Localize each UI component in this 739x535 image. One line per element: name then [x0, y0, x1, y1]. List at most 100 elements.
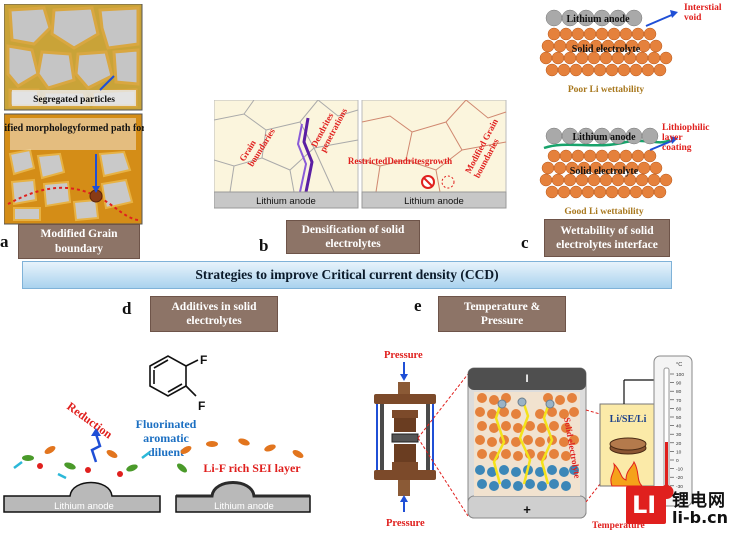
panel-letter-b: b — [259, 236, 269, 255]
cell-top-cap — [468, 368, 586, 390]
anode-bar-right — [361, 191, 507, 209]
press-upper-block — [392, 410, 418, 418]
thermometer-tick-label: 90 — [676, 381, 682, 387]
anode-label-left: Lithium anode — [256, 196, 316, 207]
label-restricted-dendrites: RestrictedDendritesgrowth — [348, 156, 452, 166]
no-entry-slash — [423, 177, 433, 187]
thermometer-tick-label: 100 — [676, 372, 684, 378]
caption-additives: Additives in solid electrolytes — [150, 296, 278, 332]
pressure-bottom-label: Pressure — [386, 518, 425, 529]
press-lower-piston — [394, 444, 416, 462]
press-upper-piston — [394, 418, 416, 432]
press-top-plate — [374, 394, 436, 404]
cell-plus-terminal: + — [523, 502, 531, 517]
thermometer-tick-label: 10 — [676, 449, 682, 455]
press-lower-block — [392, 462, 418, 470]
bottom-solid-electrolyte-label: Solid electrolyte — [570, 166, 639, 177]
press-rod-right — [426, 404, 430, 470]
panel-e-illustration: Pressure Pressure I + — [374, 350, 693, 531]
caption-modified-grain-boundary: Modified Grain boundary — [18, 224, 140, 259]
interstitial-arrow-head — [670, 10, 678, 18]
reduction-label: Reduction — [64, 399, 115, 441]
press-rod-left — [380, 404, 384, 470]
thermometer-tick-label: 40 — [676, 424, 682, 430]
dendrite-path-2 — [296, 123, 308, 193]
poor-wettability-label: Poor Li wettability — [568, 85, 645, 95]
thermometer-tick-label: -20 — [676, 475, 683, 481]
fluorinated-diluent-text-line: aromatic — [143, 431, 189, 445]
temperature-label: Temperature — [592, 521, 645, 531]
anode-label-left-d: Lithium anode — [54, 501, 114, 512]
thermometer-tick-label: 80 — [676, 389, 682, 395]
watermark-url: li-b.cn — [672, 508, 729, 527]
fluorinated-diluent-text-line: diluent — [148, 445, 184, 459]
zoom-line-right-bottom — [585, 483, 601, 503]
anode-left — [3, 481, 161, 513]
densified-label-bg — [10, 118, 136, 150]
sei-layer-label: Li-F rich SEI layer — [203, 461, 301, 475]
fluorobenzene-molecule — [149, 355, 199, 397]
anode-bar-left — [214, 191, 359, 209]
press-frame-right — [432, 404, 434, 470]
top-lithium-spheres — [545, 9, 643, 27]
label-restricted-dendrites-text-line: growth — [425, 156, 452, 166]
thermometer-tick-label: 30 — [676, 432, 682, 438]
bottom-electrolyte-spheres — [539, 149, 673, 199]
lithiophilic-arrow — [649, 139, 675, 151]
panel-a-illustration: Segregated particles Densified morpholog… — [4, 4, 144, 225]
cell-minus-terminal: I — [525, 373, 528, 385]
watermark-cn: 锂电网 — [672, 491, 726, 511]
caption-densification: Densification of solid electrolytes — [286, 220, 420, 254]
fluorine-atom-1: F — [200, 353, 207, 367]
thermometer-tick-label: 60 — [676, 406, 682, 412]
panel-letter-c: c — [521, 233, 529, 252]
dendrite-path — [302, 117, 314, 193]
press-bottom-plate — [374, 470, 436, 480]
label-restricted-dendrites-text: RestrictedDendritesgrowth — [348, 156, 452, 166]
label-restricted-dendrites-text-line: Dendrites — [387, 156, 425, 166]
thermometer-body — [653, 355, 693, 507]
bottom-lithium-anode-label: Lithium anode — [572, 132, 636, 143]
good-wettability-stack: Lithium anode Solid electrolyte Lithioph… — [539, 123, 710, 217]
densified-arrow-head — [92, 186, 100, 193]
poor-wettability-stack: Lithium anode Solid electrolyte Intersti… — [539, 3, 722, 95]
top-solid-electrolyte-label: Solid electrolyte — [572, 44, 641, 55]
top-lithium-anode-label: Lithium anode — [566, 14, 630, 25]
press-cell — [391, 433, 419, 443]
pressure-top-label: Pressure — [384, 350, 423, 361]
interstitial-arrow — [645, 13, 675, 27]
segregated-arrow — [99, 75, 115, 91]
segregated-label-bg — [12, 90, 136, 106]
press-bottom-knob — [398, 480, 410, 496]
interstitial-label-text-line: Interstial — [684, 3, 722, 13]
sei-layer-line — [176, 481, 310, 498]
cell-particles — [474, 392, 580, 496]
reduction-arrow-head — [91, 428, 101, 436]
label-restricted-dendrites-text-line: Restricted — [348, 156, 387, 166]
coin-cell-top — [609, 437, 647, 451]
lithiophilic-label-text-line: Lithiophilic — [662, 123, 710, 133]
thermometer-unit: °C — [676, 362, 682, 368]
thermometer-tick-label: -10 — [676, 467, 683, 473]
panel-letter-e: e — [414, 296, 422, 315]
caption-wettability: Wettability of solid electrolytes interf… — [544, 219, 670, 257]
flame-icon — [610, 460, 644, 487]
panel-letter-d: d — [122, 299, 132, 318]
press-top-knob — [398, 382, 410, 394]
zoom-line-bottom — [417, 437, 469, 517]
ion-markers — [497, 397, 555, 409]
densified-label-text: Densified morphologyformed path for Li⁺ — [4, 123, 144, 134]
lithiophilic-coating-line — [543, 138, 671, 150]
panel-letter-a: a — [0, 232, 9, 251]
good-wettability-label: Good Li wettability — [564, 207, 643, 217]
densified-label: Densified morphologyformed path for Li⁺ — [4, 123, 144, 134]
anode-label-right-d: Lithium anode — [214, 501, 274, 512]
zoom-line-right-top — [585, 409, 601, 415]
